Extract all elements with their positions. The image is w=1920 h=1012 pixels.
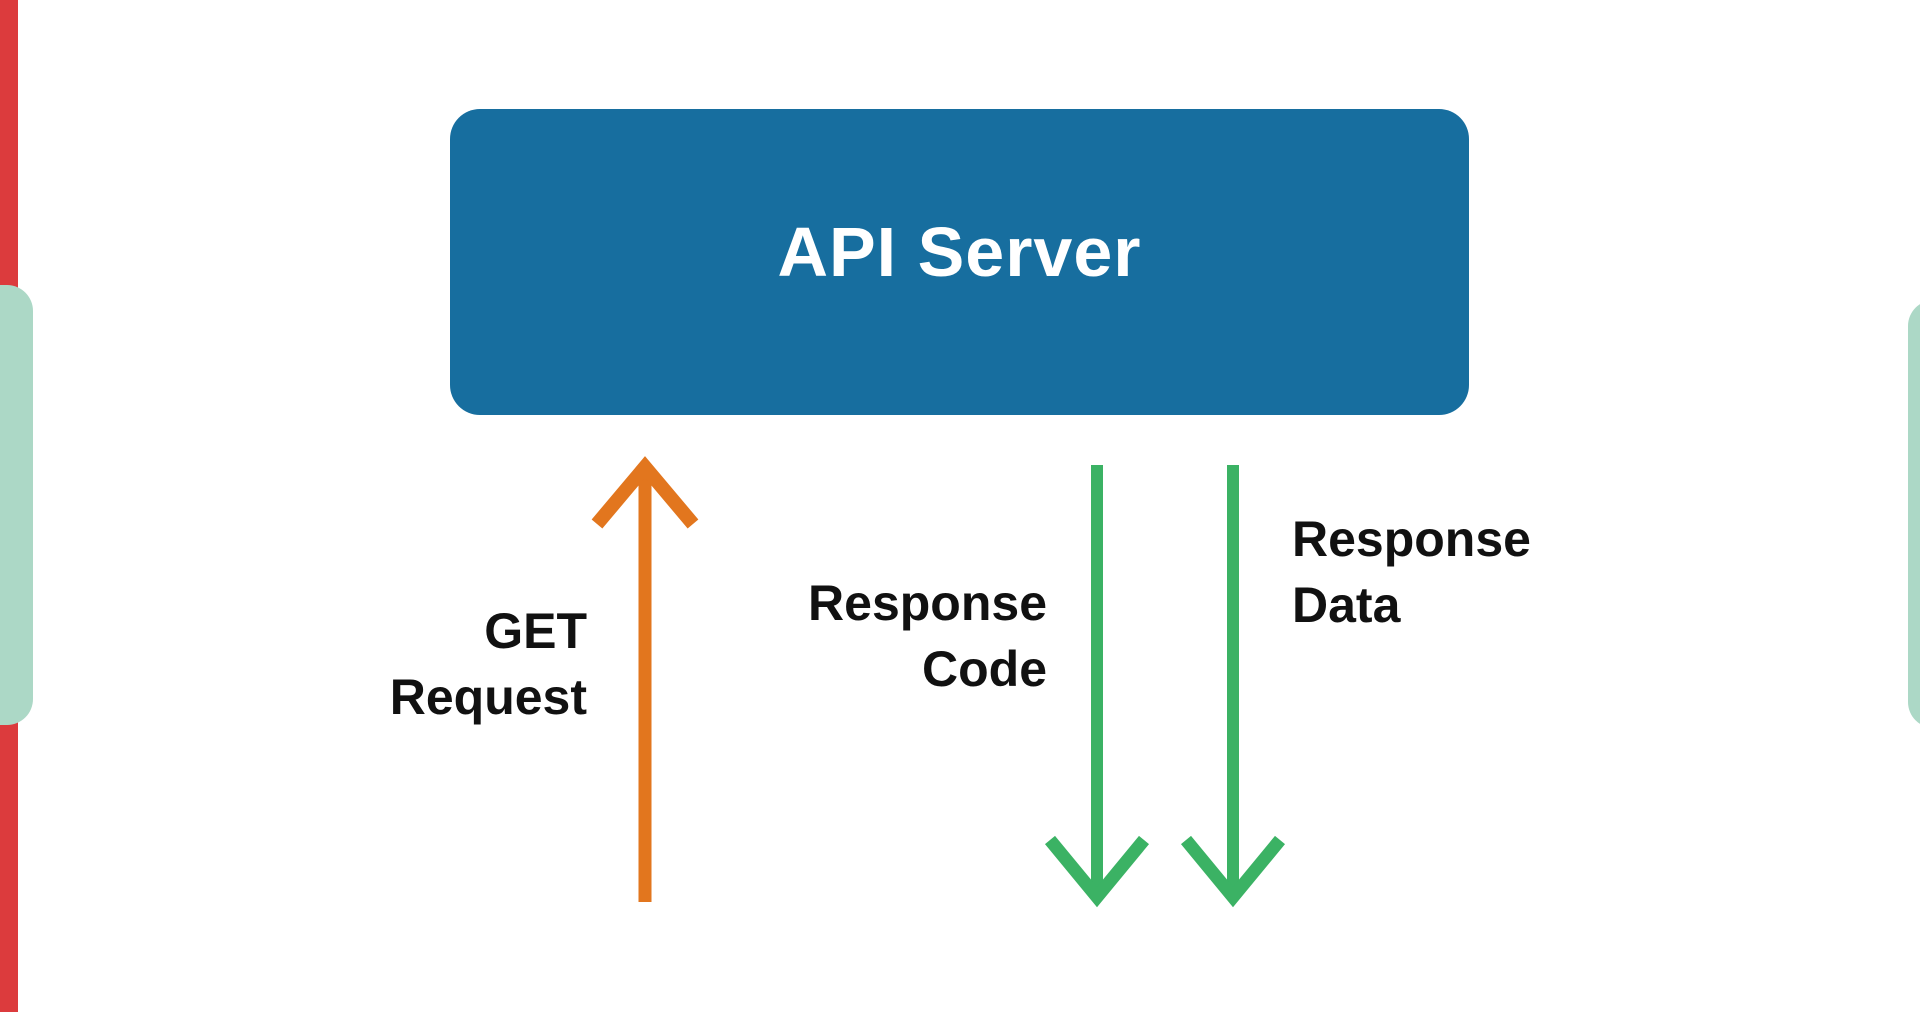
get-request-arrow-up-icon [591,456,699,902]
response-code-label: Response Code [808,570,1047,702]
mint-edge-bar-right [1908,300,1920,728]
response-code-arrow-down-icon [1044,465,1150,908]
response-code-label-line1: Response [808,575,1047,631]
api-server-box: API Server [450,109,1469,415]
mint-edge-bar-left [0,285,33,725]
response-data-arrow-down-icon [1180,465,1286,908]
response-data-label: Response Data [1292,506,1531,638]
response-code-label-line2: Code [922,641,1047,697]
response-data-label-line1: Response [1292,511,1531,567]
get-request-label: GET Request [390,598,587,730]
api-server-label: API Server [777,213,1142,291]
get-request-label-line1: GET [484,603,587,659]
get-request-label-line2: Request [389,669,587,725]
response-data-label-line2: Data [1292,577,1401,633]
